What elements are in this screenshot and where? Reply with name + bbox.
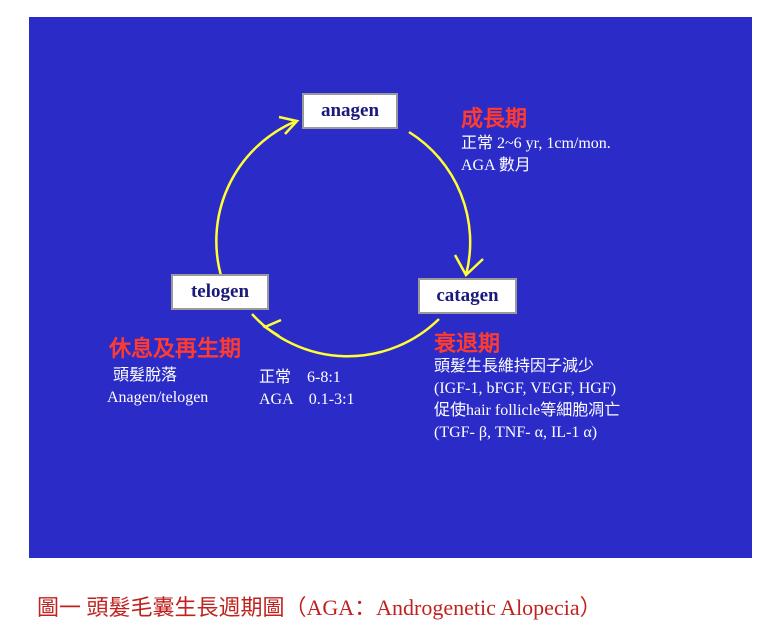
cycle-arrows [215, 115, 484, 358]
telogen-ratio-notes: 正常 6-8:1 AGA 0.1-3:1 [259, 367, 355, 411]
anagen-note-line: AGA 數月 [461, 157, 531, 174]
telogen-ratio-line: AGA 0.1-3:1 [259, 391, 355, 408]
telogen-note-line: Anagen/telogen [107, 389, 209, 406]
anagen-phase-title: 成長期 [461, 106, 528, 131]
telogen-box: telogen [171, 274, 269, 310]
figure-caption: 圖一 頭髮毛囊生長週期圖（AGA：Androgenetic Alopecia） [37, 595, 602, 620]
catagen-note-line: (IGF-1, bFGF, VEGF, HGF) [434, 380, 617, 397]
catagen-box: catagen [418, 278, 517, 314]
diagram-panel: anagen catagen telogen 成長期 正常 2~6 yr, 1c… [29, 17, 752, 558]
catagen-note-line: 頭髮生長維持因子減少 [434, 358, 595, 375]
anagen-phase-notes: 正常 2~6 yr, 1cm/mon. AGA 數月 [461, 133, 611, 177]
catagen-note-line: 促使hair follicle等細胞凋亡 [434, 402, 621, 419]
telogen-note-line: 頭髮脫落 [113, 367, 178, 384]
catagen-note-line: (TGF- β, TNF- α, IL-1 α) [434, 424, 598, 441]
anagen-box: anagen [302, 93, 398, 129]
telogen-phase-title: 休息及再生期 [109, 336, 242, 361]
catagen-phase-title: 衰退期 [434, 331, 501, 356]
arc-anagen-to-catagen [408, 130, 472, 276]
arrowhead-to-catagen [453, 254, 484, 278]
anagen-note-line: 正常 2~6 yr, 1cm/mon. [461, 135, 611, 152]
arc-telogen-to-anagen [215, 120, 295, 280]
telogen-ratio-line: 正常 6-8:1 [259, 369, 341, 386]
arrowhead-to-anagen [278, 115, 300, 135]
arrowhead-to-telogen [262, 318, 282, 338]
telogen-phase-notes: 頭髮脫落 Anagen/telogen [107, 365, 208, 409]
catagen-phase-notes: 頭髮生長維持因子減少 (IGF-1, bFGF, VEGF, HGF) 促使ha… [434, 356, 620, 444]
